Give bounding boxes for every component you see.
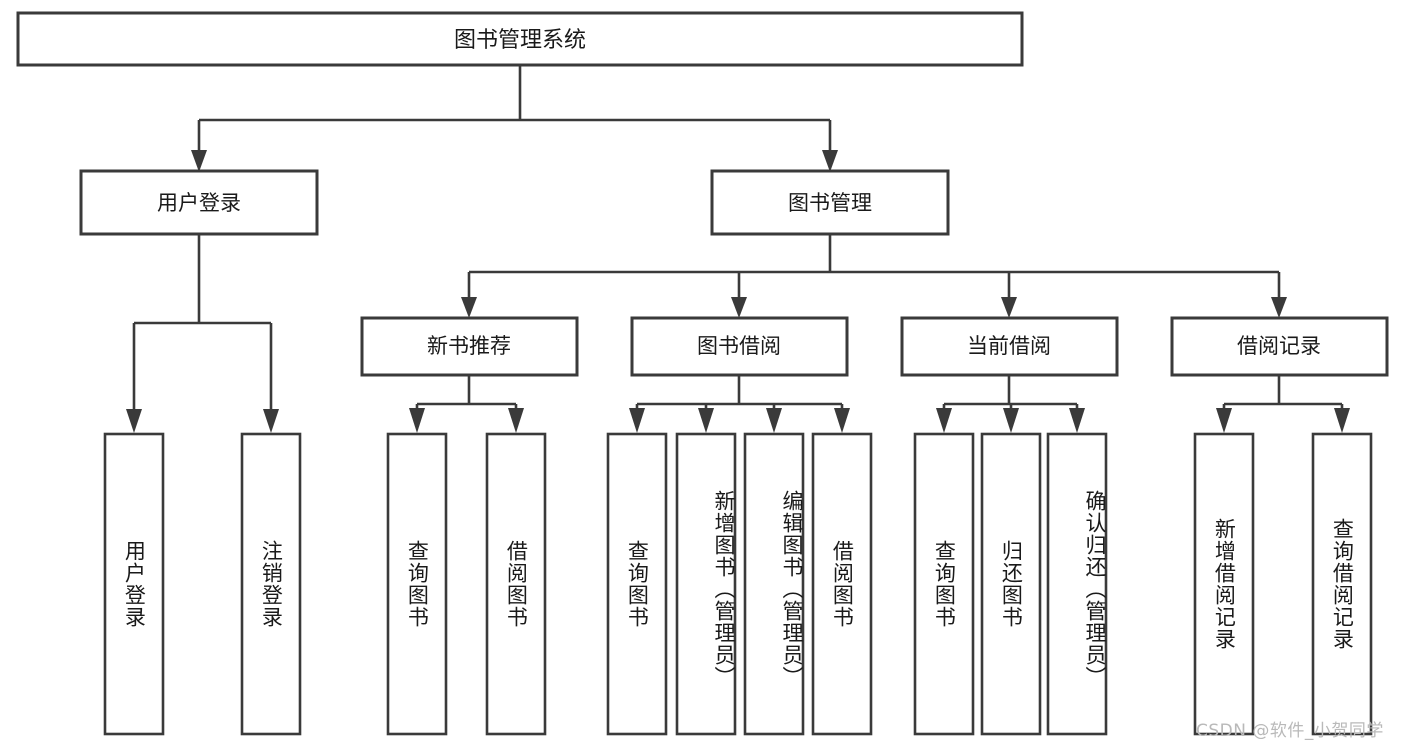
leaf-box-query-book-3[interactable]: [913, 432, 975, 736]
edge-layer: [126, 65, 1350, 433]
leaf-box-query-book-1[interactable]: [386, 432, 448, 736]
node-book-borrow-label: 图书借阅: [697, 334, 781, 358]
arrow-head-icon: [1216, 408, 1232, 433]
csdn-watermark: CSDN @软件_小贺同学: [1196, 721, 1384, 741]
leaf-box-add-record[interactable]: [1193, 432, 1255, 736]
arrow-head-icon: [731, 297, 747, 318]
node-new-book-rec-label: 新书推荐: [427, 334, 511, 358]
arrow-head-icon: [263, 409, 279, 433]
node-book-borrow-box[interactable]: [630, 316, 849, 377]
node-book-borrow[interactable]: 图书借阅: [630, 316, 849, 377]
arrow-head-icon: [1334, 408, 1350, 433]
node-book-manage-label: 图书管理: [788, 191, 872, 215]
leaf-box-query-book-2[interactable]: [606, 432, 668, 736]
node-current-borrow-label: 当前借阅: [967, 334, 1051, 358]
arrow-head-icon: [409, 408, 425, 433]
node-borrow-record-label: 借阅记录: [1237, 334, 1321, 358]
node-current-borrow[interactable]: 当前借阅: [900, 316, 1119, 377]
node-borrow-record[interactable]: 借阅记录: [1170, 316, 1389, 377]
arrow-head-icon: [822, 150, 838, 172]
node-user-login-label: 用户登录: [157, 191, 241, 215]
node-root[interactable]: 图书管理系统: [16, 11, 1024, 67]
node-current-borrow-box[interactable]: [900, 316, 1119, 377]
leaf-box-confirm-return[interactable]: [1046, 432, 1108, 736]
arrow-head-icon: [126, 409, 142, 433]
arrow-head-icon: [1003, 408, 1019, 433]
node-user-login-box[interactable]: [79, 169, 319, 236]
node-user-login[interactable]: 用户登录: [79, 169, 319, 236]
node-new-book-rec-box[interactable]: [360, 316, 579, 377]
leaf-box-borrow-book-1[interactable]: [485, 432, 547, 736]
leaf-box-borrow-book-2[interactable]: [811, 432, 873, 736]
leaf-box-user-logout[interactable]: [240, 432, 302, 736]
arrow-head-icon: [1271, 297, 1287, 318]
arrow-head-icon: [1069, 408, 1085, 433]
arrow-head-icon: [461, 297, 477, 318]
leaf-box-user-login[interactable]: [103, 432, 165, 736]
node-new-book-rec[interactable]: 新书推荐: [360, 316, 579, 377]
arrow-head-icon: [191, 150, 207, 172]
arrow-head-icon: [834, 408, 850, 433]
leaf-box-query-record[interactable]: [1311, 432, 1373, 736]
arrow-head-icon: [508, 408, 524, 433]
leaf-box-add-book[interactable]: [675, 432, 737, 736]
node-root-box[interactable]: [16, 11, 1024, 67]
arrow-head-icon: [1001, 297, 1017, 318]
node-borrow-record-box[interactable]: [1170, 316, 1389, 377]
node-book-manage-box[interactable]: [710, 169, 950, 236]
node-book-manage[interactable]: 图书管理: [710, 169, 950, 236]
leaf-box-edit-book[interactable]: [743, 432, 805, 736]
node-layer: 图书管理系统 用户登录 图书管理 新书推荐 图书借阅: [16, 11, 1389, 736]
arrow-head-icon: [766, 408, 782, 433]
arrow-head-icon: [936, 408, 952, 433]
leaf-box-return-book[interactable]: [980, 432, 1042, 736]
arrow-head-icon: [698, 408, 714, 433]
arrow-head-icon: [629, 408, 645, 433]
node-root-label: 图书管理系统: [454, 28, 586, 53]
